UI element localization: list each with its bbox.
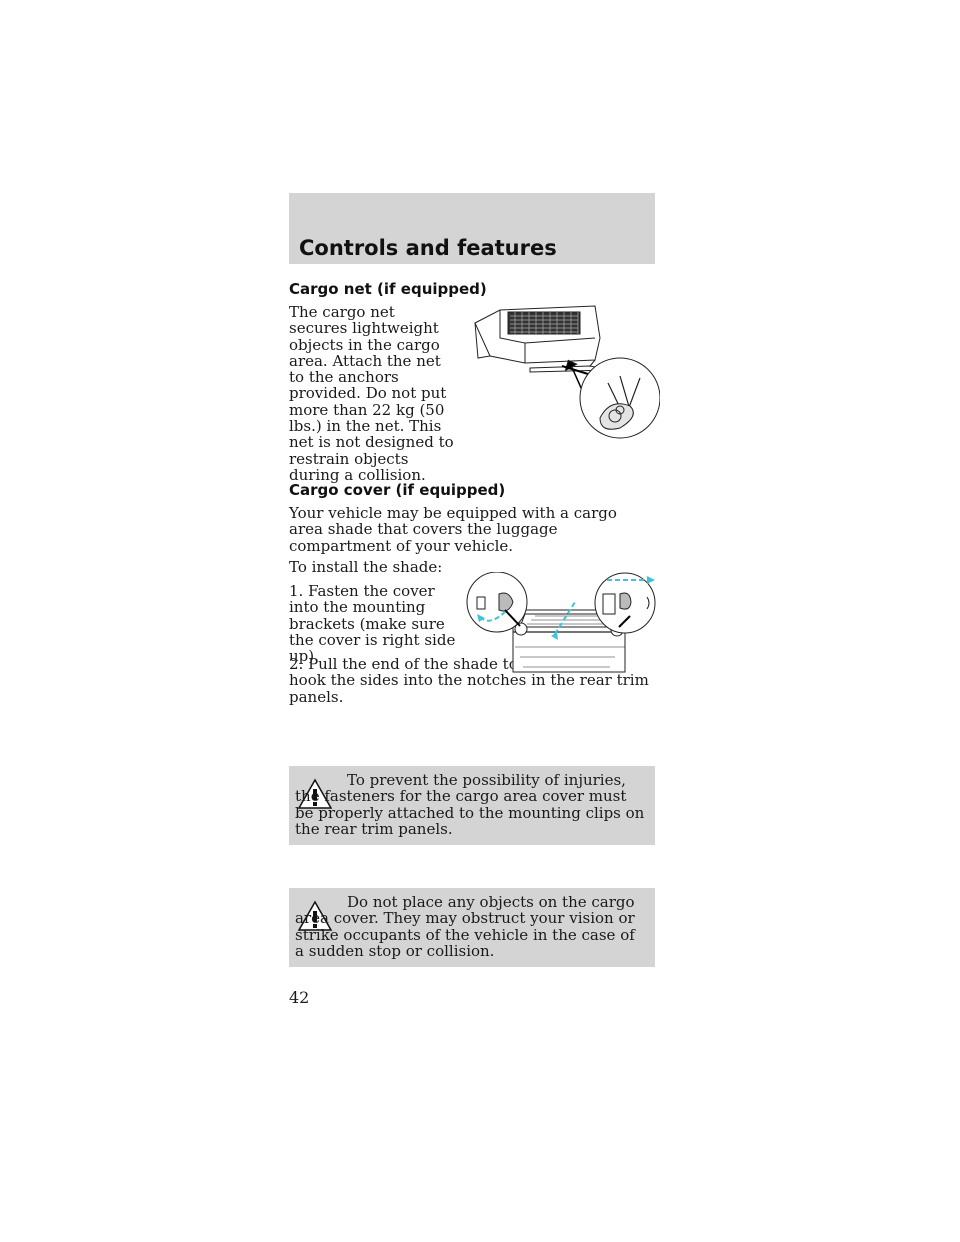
cargo-cover-heading: Cargo cover (if equipped) <box>289 481 506 499</box>
section-header-band <box>289 193 655 264</box>
warning-triangle-icon <box>297 900 333 931</box>
warning-1-text: To prevent the possibility of injuries, … <box>295 771 645 838</box>
cargo-net-illustration <box>474 305 660 439</box>
warning-triangle-icon <box>297 778 333 809</box>
cargo-net-paragraph: The cargo net secures lightweight object… <box>289 304 457 483</box>
cargo-cover-illustration <box>466 572 656 673</box>
page-number: 42 <box>289 988 310 1007</box>
warning-2-text: Do not place any objects on the cargo ar… <box>295 893 635 960</box>
warning-box-1: To prevent the possibility of injuries, … <box>289 766 655 845</box>
cargo-net-text: The cargo net secures lightweight object… <box>289 303 454 484</box>
cargo-cover-install-lead: To install the shade: <box>289 558 443 576</box>
cargo-cover-intro: Your vehicle may be equipped with a carg… <box>289 504 617 555</box>
warning-box-2: Do not place any objects on the cargo ar… <box>289 888 655 967</box>
cargo-net-heading: Cargo net (if equipped) <box>289 280 487 298</box>
section-title: Controls and features <box>299 236 557 260</box>
cargo-cover-step-1: 1. Fasten the cover into the mounting br… <box>289 582 456 666</box>
